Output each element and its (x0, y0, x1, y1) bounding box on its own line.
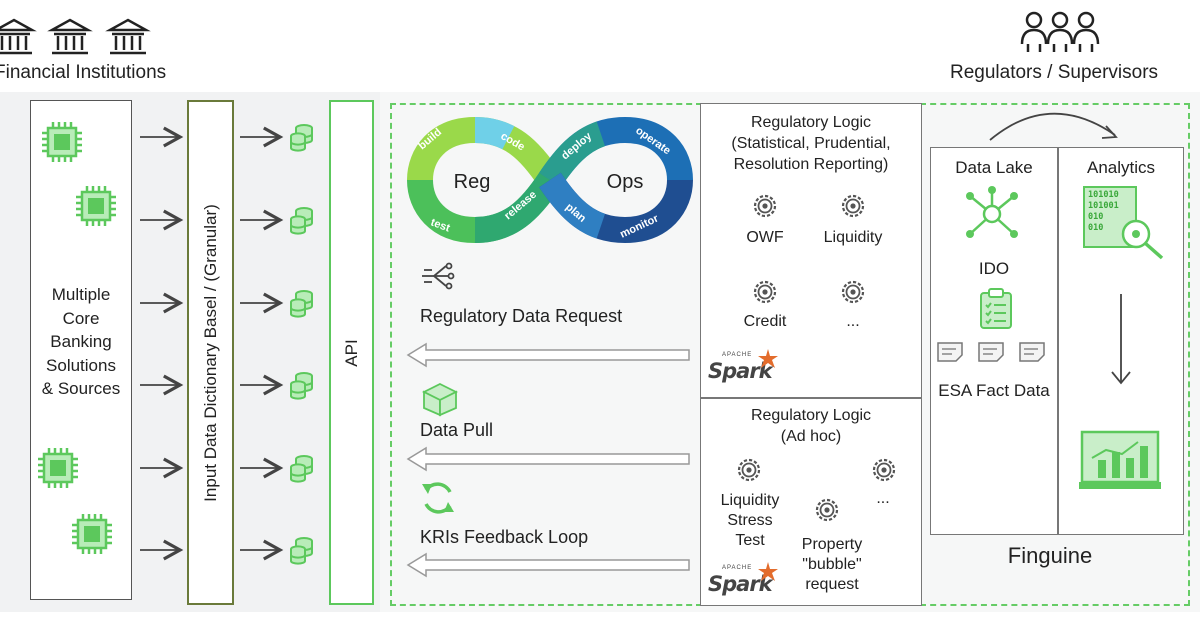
loop-segment-plan (539, 172, 626, 243)
spark-logo: APACHE Spark (708, 349, 788, 392)
bar-chart-monitor-icon (1079, 430, 1161, 489)
data-pull-label: Data Pull (420, 420, 494, 440)
regulators-header: Regulators / Supervisors (940, 0, 1200, 90)
adhoc-item-line: request (805, 576, 859, 593)
feedback-loop-icon (422, 482, 454, 514)
fact-data-docs-icons (937, 342, 1045, 362)
logic-item-more: ... (846, 313, 860, 330)
document-icon (937, 342, 963, 362)
gear-icon (841, 280, 865, 304)
gear-icon (737, 458, 761, 482)
regulators-label: Regulators / Supervisors (950, 62, 1159, 83)
ido-label: IDO (978, 259, 1010, 278)
data-dictionary-box: Input Data Dictionary Basel / (Granular) (187, 100, 234, 605)
loop-segment-deploy (539, 117, 626, 188)
spark-logo-word: Spark (708, 572, 773, 596)
spark-logo-small: APACHE (722, 565, 753, 571)
source-arrows-layer (140, 124, 313, 565)
adhoc-item-line: Property (801, 536, 863, 553)
request-arrow (406, 342, 690, 368)
gear-icon (815, 498, 839, 522)
finguine-label: Finguine (1007, 543, 1093, 568)
spark-logo-word: Spark (708, 359, 773, 383)
logic-title-line: Resolution Reporting) (733, 156, 889, 173)
document-icon (1019, 342, 1045, 362)
analytics-doc-icon: 101010 101001 010 010 (1082, 186, 1168, 262)
spark-star-icon (758, 349, 778, 368)
adhoc-item-property-bubble: Property "bubble" request (788, 535, 876, 595)
sources-label-line: & Sources (41, 379, 121, 398)
kri-arrow (406, 552, 690, 578)
regulatory-logic-box: Regulatory Logic (Statistical, Prudentia… (700, 103, 922, 398)
data-pull-box-icon (421, 382, 459, 417)
adhoc-title-line: Regulatory Logic (750, 407, 872, 424)
logic-item-owf: OWF (746, 229, 784, 246)
logic-item-credit: Credit (743, 313, 787, 330)
document-icon (978, 342, 1004, 362)
logic-title-line: (Statistical, Prudential, (731, 135, 891, 152)
pull-arrow (406, 446, 690, 472)
sources-label-line: Solutions (46, 355, 116, 375)
data-request-icon (422, 262, 455, 290)
adhoc-logic-box: Regulatory Logic (Ad hoc) (700, 398, 922, 606)
network-hub-icon (966, 186, 1018, 238)
gear-icon (841, 194, 865, 218)
logic-title-line: Regulatory Logic (750, 114, 872, 131)
binary-line: 010 (1088, 212, 1104, 222)
regops-ops-word: Ops (607, 171, 644, 193)
gear-icon (753, 194, 777, 218)
loop-segment-code (474, 117, 561, 188)
adhoc-item-line: Test (735, 532, 765, 549)
data-lake-label: Data Lake (955, 158, 1033, 177)
api-box: API (329, 100, 374, 605)
adhoc-item-line: Stress (727, 512, 773, 529)
spark-star-icon (758, 562, 778, 581)
adhoc-item-liquidity-stress: Liquidity Stress Test (708, 491, 792, 551)
analytics-doc-shape (1083, 186, 1164, 260)
esa-fact-data-label: ESA Fact Data (938, 381, 1050, 400)
binary-line: 101001 (1088, 201, 1119, 211)
people-group-icon (1020, 11, 1100, 52)
gear-icon (753, 280, 777, 304)
financial-institutions-header: Financial Institutions (0, 0, 200, 90)
regops-reg-word: Reg (454, 171, 491, 193)
bank-building-icon (0, 18, 151, 55)
sources-box: Multiple Core Banking Solutions & Source… (30, 100, 132, 600)
spark-logo-small: APACHE (722, 352, 753, 358)
binary-line: 101010 (1088, 190, 1119, 200)
adhoc-title-line: (Ad hoc) (780, 428, 842, 445)
financial-institutions-label: Financial Institutions (0, 62, 167, 83)
logic-item-liquidity: Liquidity (823, 229, 883, 246)
analytics-down-arrow (1111, 294, 1131, 385)
adhoc-item-more: ... (876, 490, 890, 507)
binary-line: 010 (1088, 223, 1104, 233)
kri-feedback-label: KRIs Feedback Loop (420, 527, 589, 547)
adhoc-item-line: Liquidity (720, 492, 780, 509)
gear-icon (872, 458, 896, 482)
curved-arrow-icon (989, 112, 1118, 141)
sources-label-line: Multiple (51, 285, 111, 304)
spark-logo: APACHE Spark (708, 562, 788, 605)
adhoc-item-line: "bubble" (802, 556, 862, 573)
regops-infinity-loop: build code deploy operate test release p… (407, 116, 693, 244)
sources-label-line: Core (62, 308, 100, 328)
regulatory-data-request-label: Regulatory Data Request (420, 306, 623, 326)
sources-label-line: Banking (50, 332, 112, 351)
analytics-label: Analytics (1086, 158, 1156, 177)
hollow-arrows-layer (406, 342, 690, 578)
clipboard-checklist-icon (980, 288, 1012, 329)
